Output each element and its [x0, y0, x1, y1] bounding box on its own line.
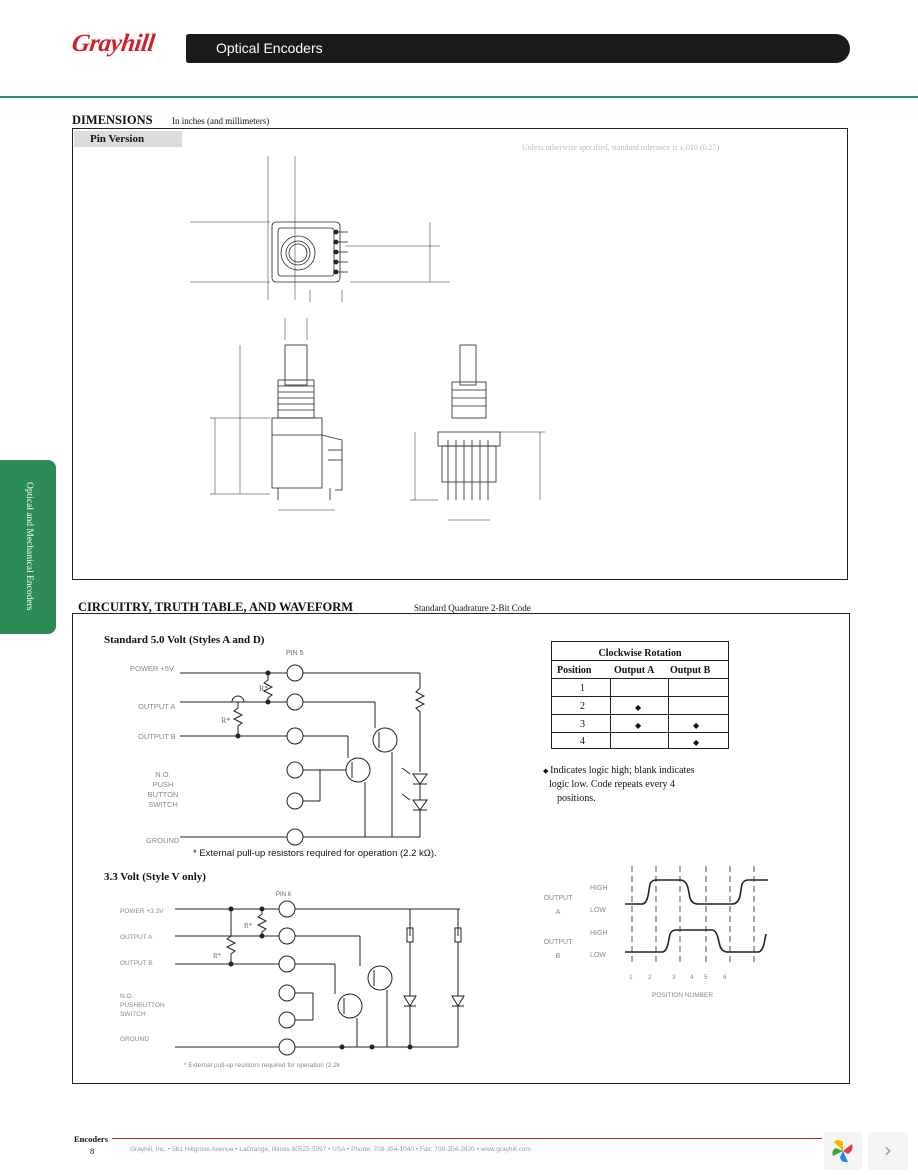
truth-table-header-row: Position Output A Output B	[552, 660, 728, 679]
waveform-output-b-label: OUTPUT B	[543, 939, 573, 960]
std-label-power: POWER +5V	[130, 664, 174, 673]
waveform-b-high: HIGH	[590, 930, 608, 937]
low-pin-label: PIN 6	[276, 892, 292, 898]
pin-version-label-bg: Pin Version	[74, 131, 182, 147]
page-title: Optical Encoders	[216, 40, 323, 56]
position-number: 4	[690, 974, 694, 981]
std-label-ground: GROUND	[146, 836, 180, 845]
position-4: 4	[580, 736, 585, 747]
viewer-logo-badge	[824, 1132, 862, 1170]
waveform-a-low: LOW	[590, 907, 606, 914]
low-label-ground: GROUND	[120, 1036, 149, 1043]
top-view-drawing	[190, 156, 450, 302]
table-divider	[610, 678, 611, 748]
front-view-drawing	[410, 344, 545, 521]
logic-high-marker: ◆	[693, 738, 700, 747]
low-label-output-a: OUTPUT A	[120, 934, 153, 941]
truth-table-row: 1	[552, 678, 728, 697]
low-circuit-schematic	[175, 900, 465, 1056]
truth-table-row: 3 ◆ ◆	[552, 714, 728, 733]
footer-address: Grayhill, Inc. • 561 Hillgrove Avenue • …	[130, 1146, 531, 1153]
side-tab-label: Optical and Mechanical Encoders	[24, 482, 34, 611]
waveform-a-high: HIGH	[590, 885, 608, 892]
std-r-label-2: R*	[221, 716, 231, 725]
header-output-b: Output B	[670, 665, 711, 676]
std-label-output-a: OUTPUT A	[138, 702, 176, 711]
circuitry-box	[72, 613, 850, 1084]
logic-high-marker: ◆	[693, 721, 700, 730]
next-page-button[interactable]: ›	[868, 1132, 908, 1170]
position-number: 1	[629, 974, 633, 981]
pin-version-label: Pin Version	[90, 133, 145, 145]
side-tab: Optical and Mechanical Encoders	[0, 460, 56, 634]
truth-table-note: ◆ Indicates logic high; blank indicates …	[543, 764, 695, 806]
std-label-output-b: OUTPUT B	[138, 732, 176, 741]
truth-table-row: 4◆	[552, 732, 728, 748]
low-label-output-b: OUTPUT B	[120, 960, 153, 967]
truth-table: Clockwise Rotation Position Output A Out…	[551, 641, 729, 749]
position-number: 2	[648, 974, 652, 981]
std-circuit-title: Standard 5.0 Volt (Styles A and D)	[104, 634, 265, 646]
footer-page-number: 8	[90, 1146, 95, 1156]
position-number: 3	[672, 974, 676, 981]
position-number: 5	[704, 974, 708, 981]
position-2: 2	[580, 701, 585, 712]
note-line-2: logic low. Code repeats every 4	[549, 779, 675, 790]
logic-high-marker: ◆	[543, 767, 551, 775]
std-circuit-schematic	[180, 664, 428, 846]
truth-table-row: 2◆	[552, 696, 728, 715]
tolerance-note: Unless otherwise specified, standard tol…	[522, 143, 720, 152]
low-label-switch: N.O. PUSHBUTTON SWITCH	[120, 993, 165, 1018]
header-rule	[0, 96, 918, 98]
std-r-label-1: R*	[259, 684, 269, 693]
position-1: 1	[580, 683, 585, 694]
note-line-1: Indicates logic high; blank indicates	[550, 765, 695, 776]
header-position: Position	[557, 665, 592, 676]
low-circuit-title: 3.3 Volt (Style V only)	[104, 871, 206, 883]
position-3: 3	[580, 719, 585, 730]
dimension-drawings	[190, 156, 545, 521]
logic-high-marker: ◆	[635, 721, 642, 730]
position-number: 6	[723, 974, 727, 981]
waveform-b-low: LOW	[590, 952, 606, 959]
waveform-axis-label: POSITION NUMBER	[652, 992, 714, 999]
std-footnote: * External pull-up resistors required fo…	[193, 848, 437, 859]
circuitry-heading: CIRCUITRY, TRUTH TABLE, AND WAVEFORM	[78, 600, 354, 614]
side-view-drawing	[210, 318, 343, 511]
logic-high-marker: ◆	[635, 703, 642, 712]
truth-table-title: Clockwise Rotation	[598, 648, 682, 659]
low-r-label-2: R*	[213, 952, 222, 960]
chevron-right-icon: ›	[884, 1138, 892, 1162]
code-note: Standard Quadrature 2-Bit Code	[414, 603, 531, 613]
dimensions-box	[72, 128, 848, 580]
table-divider	[668, 678, 669, 748]
dimensions-heading: DIMENSIONS	[72, 113, 153, 127]
units-note: In inches (and millimeters)	[172, 116, 270, 126]
low-label-power: POWER +3.3V	[120, 908, 164, 915]
grayhill-logo: Grayhill	[70, 30, 157, 57]
waveform-output-a-label: OUTPUT A	[543, 895, 573, 916]
low-r-label-1: R*	[244, 922, 253, 930]
header-output-a: Output A	[614, 665, 655, 676]
note-line-3: positions.	[557, 793, 596, 804]
title-bar: Optical Encoders	[186, 34, 850, 63]
footer-rule	[112, 1138, 822, 1139]
flower-logo-icon	[832, 1140, 853, 1163]
std-label-switch: N.O. PUSH BUTTON SWITCH	[147, 770, 179, 809]
waveform-graph	[625, 866, 768, 964]
std-pin-label: PIN 5	[286, 650, 304, 657]
low-footnote: * External pull-up resistors required fo…	[184, 1062, 341, 1069]
footer-section: Encoders	[74, 1134, 108, 1144]
